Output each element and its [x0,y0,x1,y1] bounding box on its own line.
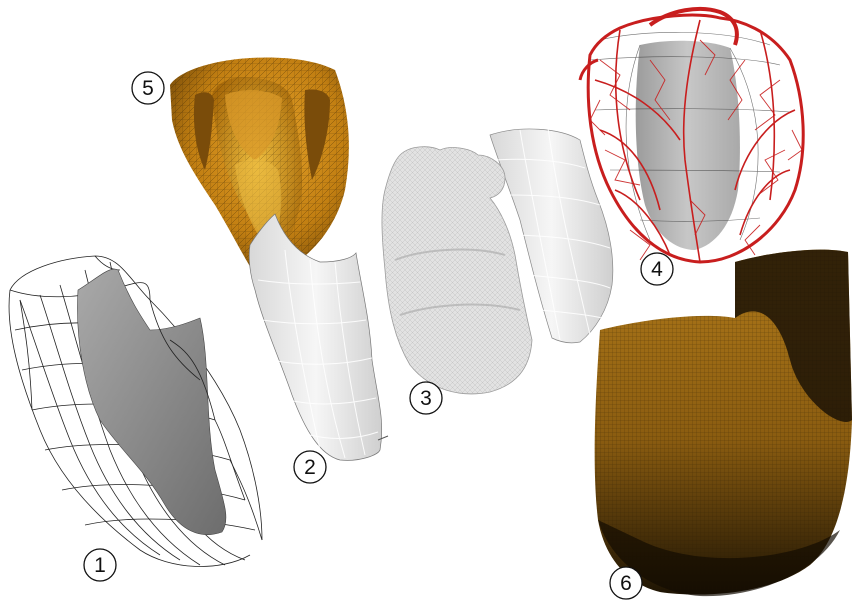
svg-text:1: 1 [94,554,106,577]
svg-text:4: 4 [651,258,663,281]
panel-label-5: 5 [132,72,164,104]
coronary-vessel-tree [580,9,803,262]
panel-label-6: 6 [610,567,642,599]
triangulated-heart-mesh [382,128,613,394]
svg-text:2: 2 [304,456,316,479]
svg-text:3: 3 [420,387,432,410]
panel-label-3: 3 [410,382,442,414]
fine-hex-mesh-heart [595,250,852,596]
panel-label-1: 1 [84,549,116,581]
wireframe-heart-model [9,256,262,566]
panel-label-2: 2 [294,451,326,483]
panel-label-4: 4 [641,253,673,285]
smooth-surface-heart [249,214,388,460]
svg-text:5: 5 [142,77,154,100]
svg-text:6: 6 [620,572,632,595]
